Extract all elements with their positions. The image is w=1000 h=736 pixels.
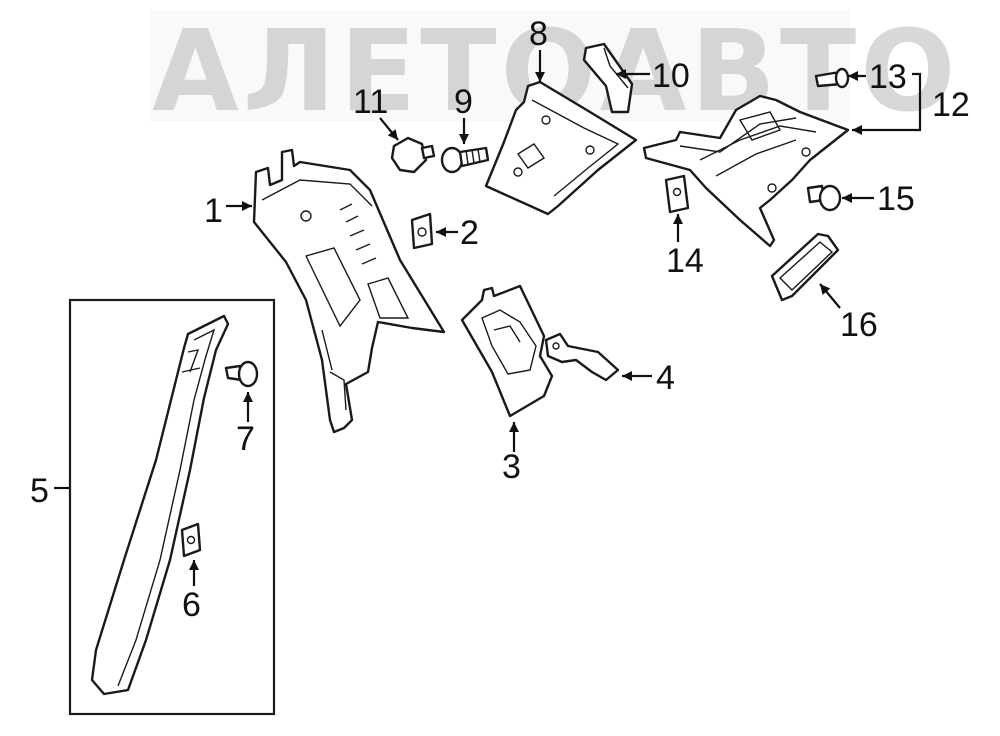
callout-number-14: 14 — [666, 242, 704, 280]
leader-arrowhead-10 — [616, 69, 626, 79]
leader-arrowhead-4 — [622, 371, 632, 381]
part-11-fastener — [390, 136, 436, 174]
leader-arrowhead-13 — [848, 71, 858, 81]
part-12-rear-panel — [642, 94, 850, 248]
callout-number-10: 10 — [652, 57, 690, 95]
callout-number-13: 13 — [869, 58, 907, 96]
leader-arrowhead-16 — [820, 284, 831, 295]
part-15-push-pin — [806, 184, 842, 212]
callout-number-3: 3 — [502, 448, 521, 486]
callout-number-12: 12 — [932, 86, 970, 124]
callout-number-9: 9 — [454, 83, 473, 121]
part-13-bolt — [814, 67, 850, 89]
leader-arrowhead-3 — [509, 422, 519, 432]
leader-arrowhead-11 — [387, 129, 398, 140]
part-6-clip — [180, 522, 202, 558]
part-4-strap — [544, 332, 620, 382]
part-7-push-pin — [224, 360, 259, 388]
part-3-bracket — [460, 284, 554, 418]
callout-number-7: 7 — [236, 420, 255, 458]
leader-arrowhead-2 — [436, 227, 446, 237]
callout-number-11: 11 — [353, 83, 388, 121]
part-10-block — [582, 42, 634, 114]
callout-leaders — [54, 50, 922, 586]
part-8-upper-panel — [484, 80, 638, 216]
leader-arrowhead-1 — [242, 201, 252, 211]
callout-number-2: 2 — [460, 214, 479, 252]
callout-number-16: 16 — [840, 306, 878, 344]
leader-arrowhead-6 — [189, 560, 199, 570]
leader-arrowhead-8 — [535, 72, 545, 82]
callout-number-6: 6 — [182, 586, 201, 624]
leader-arrowhead-14 — [673, 214, 683, 224]
part-9-screw — [440, 146, 490, 174]
callout-number-15: 15 — [877, 180, 915, 218]
part-1-pillar-trim — [252, 148, 446, 434]
inset-frame-part-5 — [68, 298, 276, 716]
callout-number-5: 5 — [30, 472, 49, 510]
leader-arrowhead-7 — [243, 392, 253, 402]
leader-arrowhead-9 — [459, 134, 469, 144]
callout-number-8: 8 — [529, 15, 548, 53]
callout-number-4: 4 — [656, 359, 675, 397]
leader-line-12 — [852, 72, 922, 132]
part-2-clip — [410, 212, 434, 250]
leader-arrowhead-12 — [852, 125, 862, 135]
part-5-pillar-trim — [90, 314, 230, 696]
callout-number-1: 1 — [204, 192, 223, 230]
leader-arrowhead-15 — [842, 193, 852, 203]
watermark-logo: АЛЕТОАВТО — [150, 7, 955, 137]
part-14-clip — [664, 174, 690, 214]
part-16-lamp — [770, 232, 840, 302]
